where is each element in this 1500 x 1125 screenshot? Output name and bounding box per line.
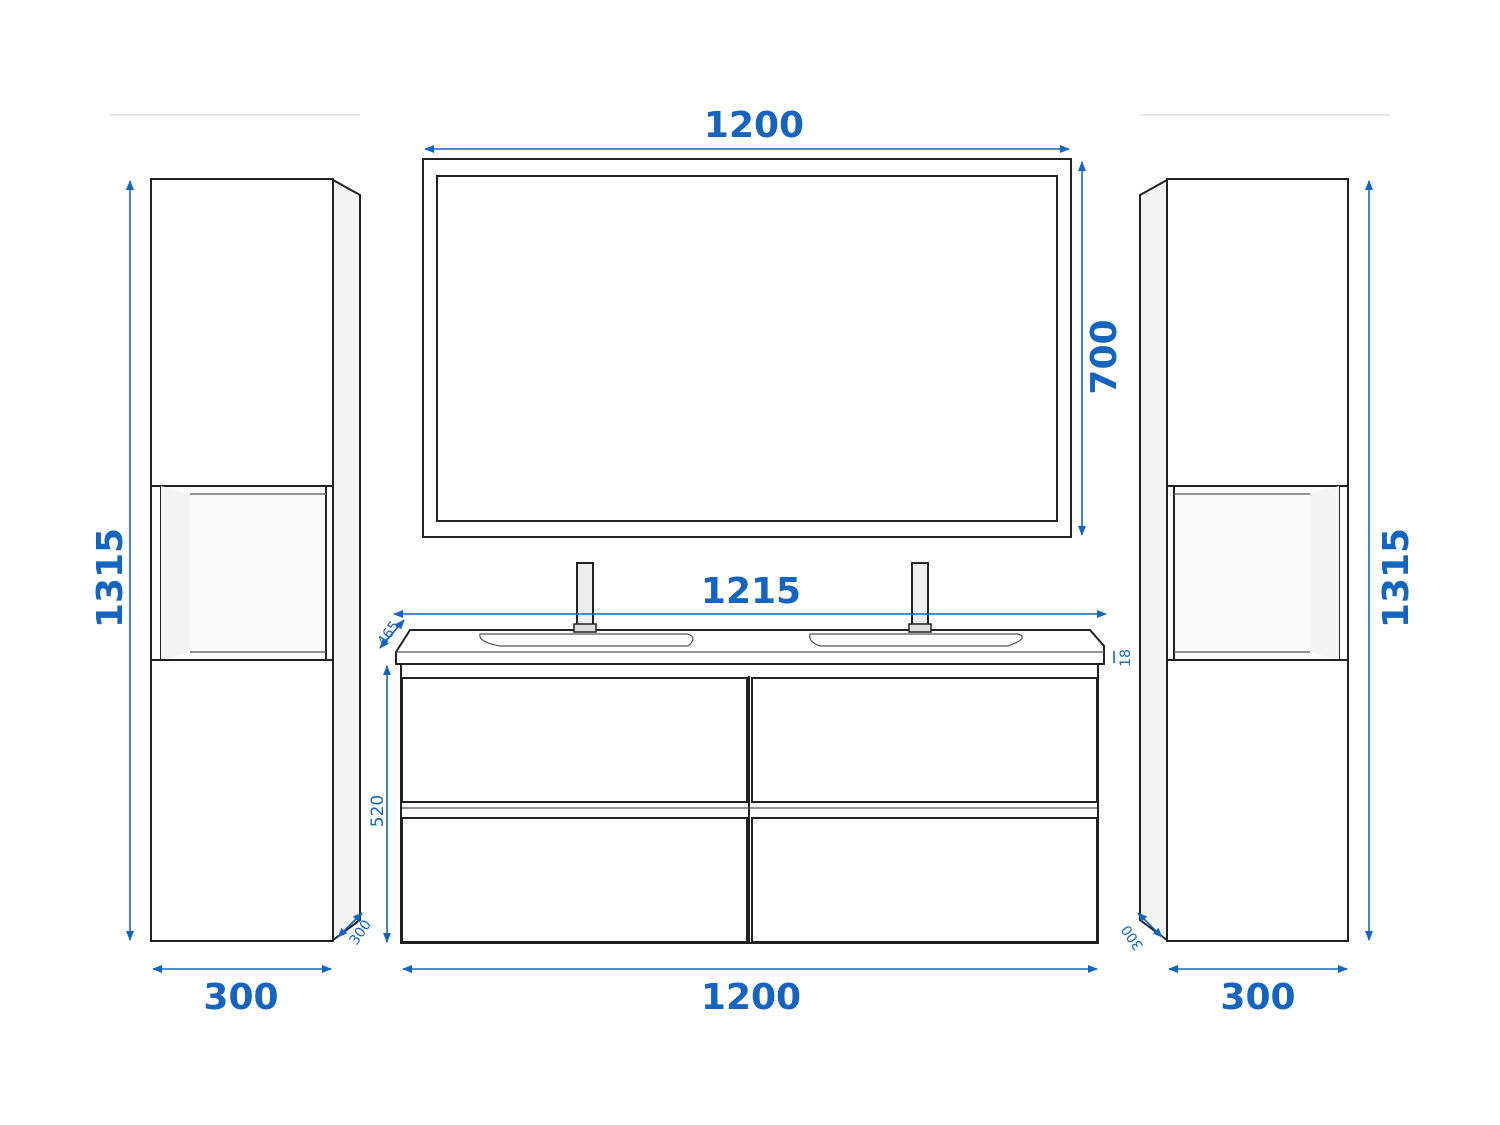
left-basin	[479, 633, 694, 647]
right-basin	[809, 633, 1023, 647]
drawer-bottom-left	[401, 817, 748, 943]
right-tap-icon	[908, 562, 932, 633]
countertop-depth-label: 465	[375, 618, 403, 649]
right-column-width-label: 300	[1220, 977, 1295, 1018]
right-column-height-label: 1315	[1376, 528, 1417, 628]
drawer-top-right	[751, 677, 1098, 803]
mirror-height-label: 700	[1084, 319, 1125, 394]
cabinet-height-label: 520	[368, 795, 388, 827]
dimension-lines	[126, 145, 1373, 973]
left-tall-column	[110, 114, 361, 942]
drawer-top-left	[401, 677, 748, 803]
mirror-width-label: 1200	[704, 105, 804, 146]
left-column-width-label: 300	[203, 977, 278, 1018]
countertop-thickness-label: 18	[1118, 649, 1134, 667]
vanity-unit	[395, 562, 1105, 944]
drawer-bottom-right	[751, 817, 1098, 943]
countertop	[395, 629, 1105, 665]
left-column-height-label: 1315	[90, 528, 131, 628]
mirror	[422, 158, 1072, 538]
left-tap-icon	[573, 562, 597, 633]
cabinet-width-label: 1200	[701, 977, 801, 1018]
countertop-width-label: 1215	[701, 571, 801, 612]
right-column-depth-label: 300	[1119, 922, 1147, 953]
right-tall-column	[1139, 114, 1390, 942]
